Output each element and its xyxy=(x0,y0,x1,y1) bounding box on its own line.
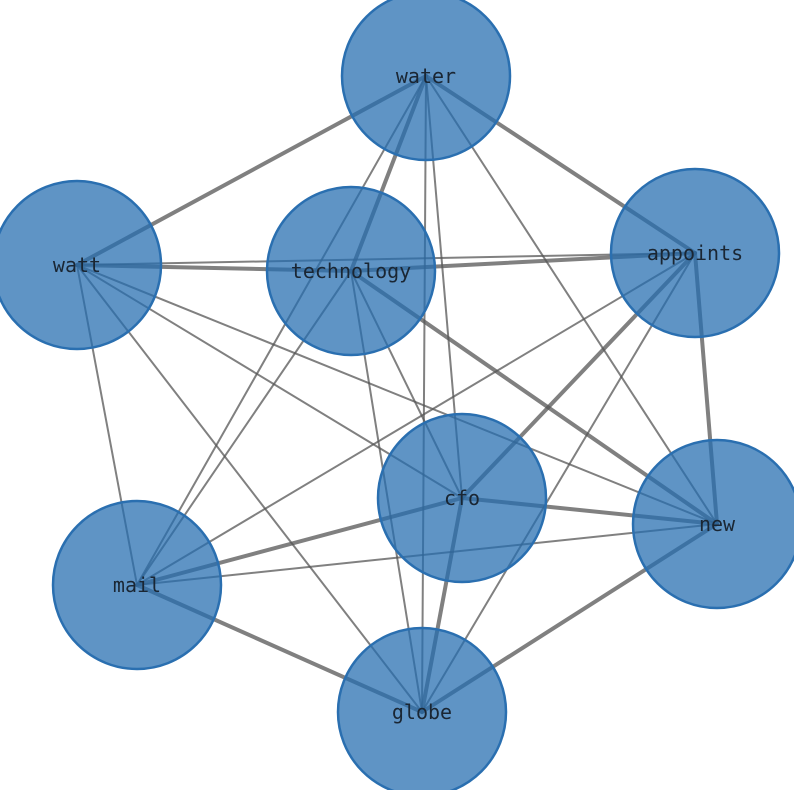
node-label: new xyxy=(699,512,736,536)
node-label: watt xyxy=(53,253,101,277)
node-label: water xyxy=(396,64,456,88)
node-circle[interactable] xyxy=(609,167,781,339)
node-circle[interactable] xyxy=(265,185,437,357)
node-label: globe xyxy=(392,700,452,724)
node-circle[interactable] xyxy=(631,438,794,610)
edge-watt-new xyxy=(76,264,718,525)
node-globe[interactable]: globe xyxy=(336,626,508,790)
node-label: mail xyxy=(113,573,161,597)
edge-watt-globe xyxy=(76,264,423,713)
node-circle[interactable] xyxy=(340,0,512,162)
node-label: cfo xyxy=(444,486,480,510)
edge-water-mail xyxy=(136,75,427,586)
edge-appoints-globe xyxy=(421,252,696,713)
node-label: appoints xyxy=(647,241,743,265)
node-water[interactable]: water xyxy=(340,0,512,162)
node-mail[interactable]: mail xyxy=(51,499,223,671)
edge-water-new xyxy=(425,75,718,525)
node-technology[interactable]: technology xyxy=(265,185,437,357)
node-circle[interactable] xyxy=(0,179,163,351)
node-label: technology xyxy=(291,259,411,283)
node-cfo[interactable]: cfo xyxy=(376,412,548,584)
node-circle[interactable] xyxy=(336,626,508,790)
node-watt[interactable]: watt xyxy=(0,179,163,351)
node-new[interactable]: new xyxy=(631,438,794,610)
node-circle[interactable] xyxy=(376,412,548,584)
node-appoints[interactable]: appoints xyxy=(609,167,781,339)
edge-appoints-mail xyxy=(136,252,696,586)
node-circle[interactable] xyxy=(51,499,223,671)
edge-water-globe xyxy=(421,75,427,713)
